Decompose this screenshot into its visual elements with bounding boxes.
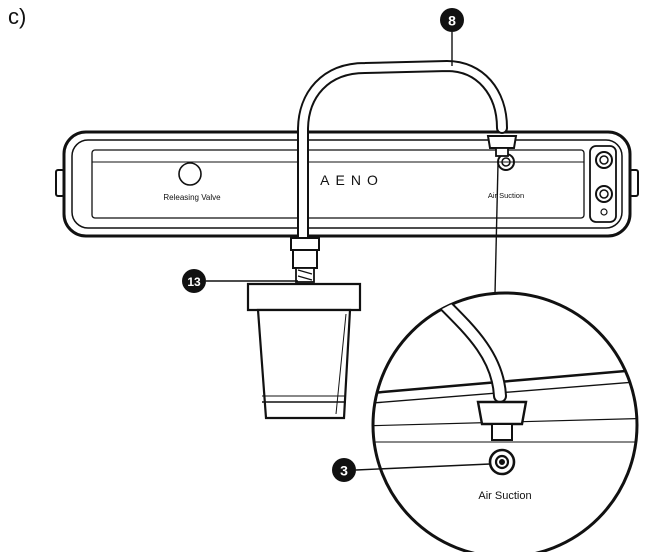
zoom-detail: Air Suction: [371, 291, 639, 552]
callout-3-number: 3: [340, 463, 348, 479]
container-adapter: [290, 237, 320, 283]
control-buttons: [595, 151, 613, 216]
releasing-valve-label: Releasing Valve: [163, 193, 221, 202]
vacuum-sealer-body: [55, 130, 639, 238]
callout-13-number: 13: [187, 275, 201, 289]
callout-8-number: 8: [448, 13, 456, 29]
callout-3: 3: [332, 458, 491, 482]
figure-label: c): [8, 4, 27, 29]
zoom-connector-line: [494, 163, 499, 295]
vacuum-hose: [297, 59, 508, 244]
releasing-valve-button: [178, 162, 202, 186]
callout-8: 8: [440, 8, 464, 66]
callout-13: 13: [182, 269, 298, 293]
air-suction-label-zoom: Air Suction: [478, 490, 531, 502]
container-cup: [246, 282, 362, 420]
hose-connector: [486, 135, 518, 157]
air-suction-label-small: Air Suction: [488, 191, 524, 200]
brand-logo-text: AENO: [320, 172, 384, 188]
